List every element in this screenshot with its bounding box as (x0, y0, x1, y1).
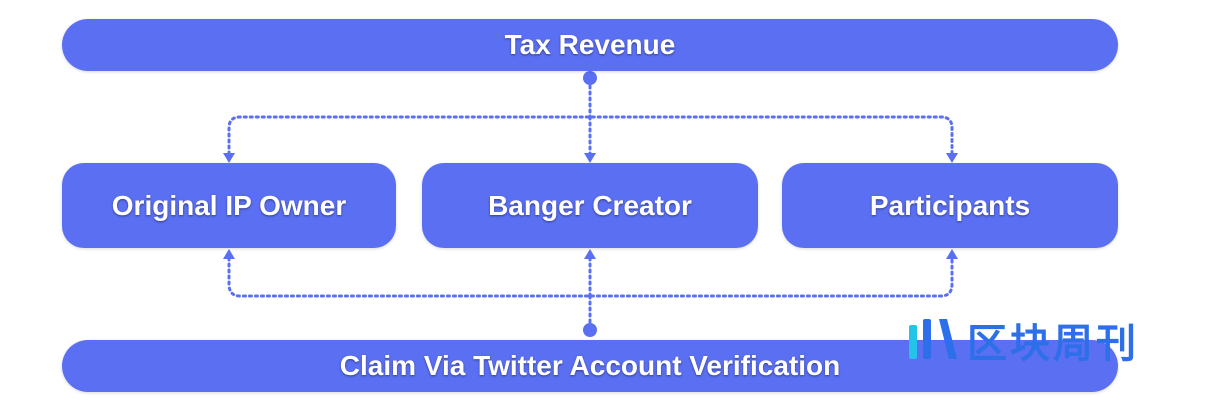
top-branch-line (227, 115, 954, 162)
arrow-down-left-icon (223, 153, 235, 163)
claim-verification-bar: Claim Via Twitter Account Verification (62, 340, 1118, 392)
watermark-logo-icon (909, 319, 957, 359)
arrow-up-left-icon (223, 249, 235, 259)
participants-label: Participants (869, 189, 1031, 221)
banger-creator-box: Banger Creator (422, 163, 758, 248)
tax-revenue-bar: Tax Revenue (62, 19, 1118, 71)
watermark: 区块周刊 (905, 310, 1205, 370)
banger-creator-label: Banger Creator (488, 189, 692, 221)
bottom-junction-dot (583, 323, 597, 337)
original-ip-owner-label: Original IP Owner (111, 189, 347, 221)
arrow-down-center-icon (584, 153, 596, 163)
participants-box: Participants (782, 163, 1118, 248)
original-ip-owner-box: Original IP Owner (62, 163, 396, 248)
watermark-text: 区块周刊 (967, 321, 1139, 367)
arrow-up-center-icon (584, 249, 596, 259)
arrow-up-right-icon (946, 249, 958, 259)
tax-revenue-label: Tax Revenue (504, 29, 676, 60)
claim-verification-label: Claim Via Twitter Account Verification (339, 350, 841, 381)
arrow-down-right-icon (946, 153, 958, 163)
top-junction-dot (583, 71, 597, 85)
